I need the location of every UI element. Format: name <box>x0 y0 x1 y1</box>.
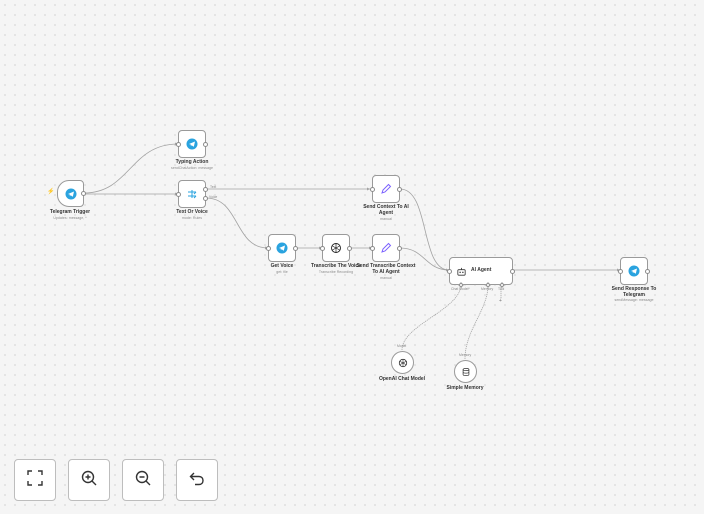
node-subtitle: manual <box>380 217 392 221</box>
input-port[interactable] <box>618 268 623 274</box>
output-port[interactable] <box>645 268 650 274</box>
node-title: AI Agent <box>471 267 492 273</box>
output-port[interactable] <box>397 245 402 251</box>
node-subtitle: sendChatAction: message <box>171 166 213 170</box>
zoom-in-icon <box>80 469 98 492</box>
node-title: Send Response To <box>611 286 657 292</box>
telegram-icon <box>628 265 640 277</box>
connection-memory-agent <box>464 284 489 360</box>
zoom-out-icon <box>134 469 152 492</box>
arrowhead <box>367 187 370 191</box>
node-subtitle: mode: Rules <box>181 216 203 220</box>
zoom-in-button[interactable] <box>68 459 110 501</box>
output-port-text[interactable] <box>203 187 208 192</box>
node-title: Get Voice <box>270 263 294 269</box>
port-label-tool: Tool <box>498 287 505 291</box>
connection-sendcontext-agent <box>399 188 450 271</box>
fit-view-button[interactable] <box>14 459 56 501</box>
node-title: Simple Memory <box>446 385 484 391</box>
openai-icon <box>330 242 342 254</box>
node-typing-action[interactable] <box>176 130 208 158</box>
input-port[interactable] <box>176 141 181 147</box>
output-port[interactable] <box>510 268 515 274</box>
node-text-or-voice[interactable] <box>176 180 208 208</box>
trigger-bolt-icon: ⚡ <box>47 189 55 195</box>
node-title-line2: To AI Agent <box>372 269 400 275</box>
input-port[interactable] <box>266 245 271 251</box>
zoom-out-button[interactable] <box>122 459 164 501</box>
connection-switch-getvoice <box>205 197 269 249</box>
telegram-icon <box>276 242 288 254</box>
add-tool-icon[interactable]: + <box>499 298 502 304</box>
input-port[interactable] <box>370 186 375 192</box>
openai-icon <box>398 358 408 368</box>
pencil-icon <box>380 242 392 254</box>
node-ai-agent[interactable] <box>447 257 515 288</box>
port-label-memory: Memory <box>481 287 494 291</box>
node-send-response[interactable] <box>618 257 650 285</box>
connection-trigger-typing <box>83 143 179 194</box>
node-title: Text Or Voice <box>176 209 208 215</box>
output-port[interactable] <box>397 186 402 192</box>
connection-model-agent <box>401 284 462 351</box>
node-title-line2: Telegram <box>623 292 645 298</box>
pencil-icon <box>380 183 392 195</box>
robot-icon <box>456 266 467 277</box>
node-get-voice[interactable] <box>266 234 298 262</box>
undo-icon <box>188 469 206 492</box>
node-telegram-trigger[interactable] <box>57 180 86 207</box>
port-label-memory-sub: Memory <box>459 353 472 357</box>
node-title: Transcribe The Voice <box>311 263 361 269</box>
telegram-icon <box>65 188 77 200</box>
output-port[interactable] <box>203 141 208 147</box>
input-port[interactable] <box>370 245 375 251</box>
output-label-voice: Voice <box>209 195 218 199</box>
input-port[interactable] <box>320 245 325 251</box>
node-openai-chat-model[interactable] <box>391 351 414 374</box>
output-port[interactable] <box>347 245 352 251</box>
connection-sendtranscribe-agent <box>399 247 450 271</box>
input-port[interactable] <box>447 268 452 274</box>
node-subtitle: manual <box>380 276 392 280</box>
node-title: Typing Action <box>175 159 209 165</box>
database-icon <box>461 367 471 377</box>
node-subtitle: sendMessage: message <box>614 298 654 302</box>
node-send-context[interactable] <box>370 175 402 203</box>
node-subtitle: get: file <box>276 270 288 274</box>
node-simple-memory[interactable] <box>454 360 477 383</box>
node-title: Telegram Trigger <box>49 209 91 215</box>
fit-view-icon <box>26 469 44 492</box>
output-label-text: Text <box>210 185 217 189</box>
telegram-icon <box>186 138 198 150</box>
input-port[interactable] <box>176 191 181 197</box>
port-label-chat-model: Chat Model* <box>451 287 470 291</box>
node-subtitle: Transcribe Recording <box>318 270 354 274</box>
output-port[interactable] <box>81 191 86 196</box>
undo-button[interactable] <box>176 459 218 501</box>
node-title: Send Transcribe Context <box>356 263 416 269</box>
output-port[interactable] <box>293 245 298 251</box>
node-transcribe-voice[interactable] <box>320 234 352 262</box>
port-label-model: Model <box>397 344 407 348</box>
node-subtitle: Updates: message, * <box>53 216 87 220</box>
output-port-voice[interactable] <box>203 196 208 201</box>
switch-icon <box>186 188 198 200</box>
node-title-line2: Agent <box>378 210 394 216</box>
node-send-transcribe-context[interactable] <box>370 234 402 262</box>
node-title: Send Context To AI <box>363 204 409 210</box>
node-title: OpenAI Chat Model <box>378 376 426 382</box>
